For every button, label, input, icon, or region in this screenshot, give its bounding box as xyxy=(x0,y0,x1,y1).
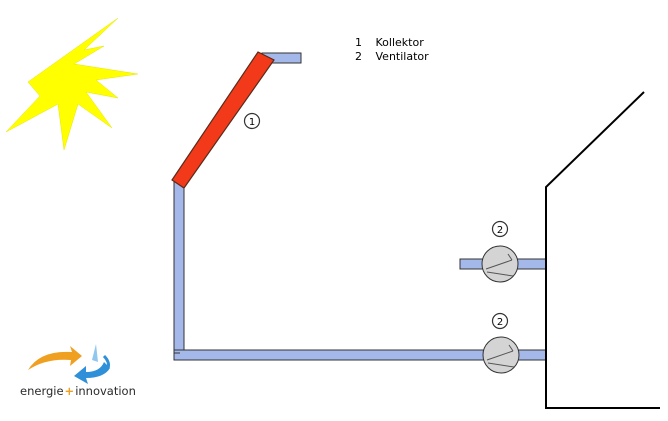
marker-collector: 1 xyxy=(243,112,261,130)
logo-word-left: energie xyxy=(20,384,64,398)
logo-arrows-icon xyxy=(28,344,110,384)
logo: energie+innovation xyxy=(20,384,136,398)
legend-item: 2 Ventilator xyxy=(355,50,429,64)
collector xyxy=(171,51,275,189)
legend-label: Kollektor xyxy=(375,36,424,49)
legend-number: 1 xyxy=(355,36,362,49)
legend-item: 1 Kollektor xyxy=(355,36,429,50)
sun-icon xyxy=(5,17,139,151)
svg-text:2: 2 xyxy=(497,317,503,328)
logo-plus: + xyxy=(64,384,75,398)
logo-word-right: innovation xyxy=(75,384,136,398)
svg-text:1: 1 xyxy=(249,117,255,128)
marker-fan-lower: 2 xyxy=(491,312,509,330)
legend-number: 2 xyxy=(355,50,362,63)
fan-icon xyxy=(481,245,519,283)
fan-icon xyxy=(482,336,520,374)
svg-text:2: 2 xyxy=(497,225,503,236)
legend-label: Ventilator xyxy=(375,50,429,63)
duct-vertical xyxy=(173,180,185,360)
house-outline xyxy=(545,91,645,409)
legend: 1 Kollektor 2 Ventilator xyxy=(355,36,429,64)
marker-fan-upper: 2 xyxy=(491,220,509,238)
